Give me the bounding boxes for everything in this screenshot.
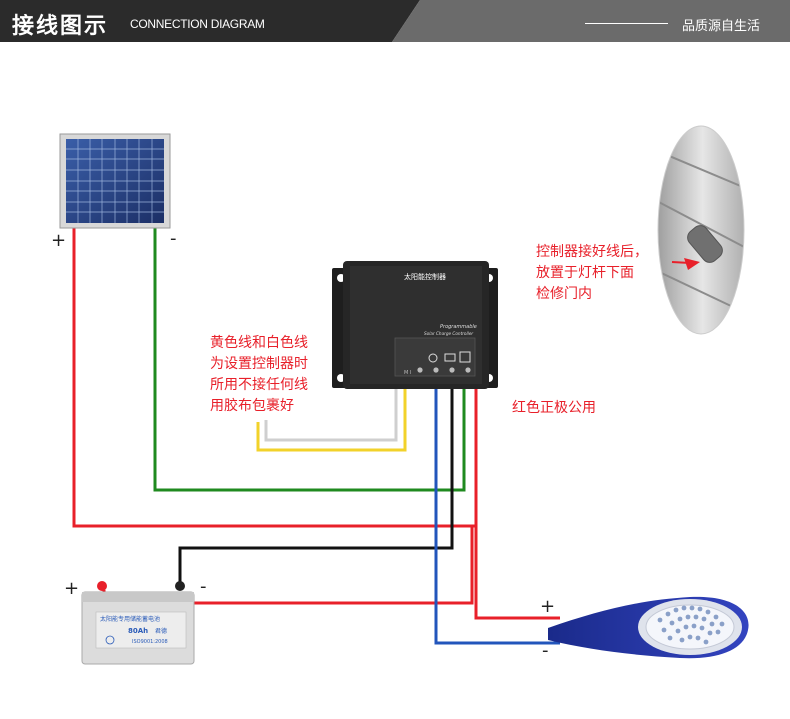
battery-plus-label: +: [64, 578, 80, 599]
lamp-pole-inset-icon: [657, 125, 745, 335]
controller-subtitle-2: Solar Charge Controller: [424, 331, 473, 336]
white-wire: [264, 388, 398, 442]
yellow-wire: [256, 388, 407, 452]
street-lamp-icon: [548, 596, 749, 659]
note-line: 用胶布包裹好: [210, 398, 294, 414]
charge-controller-icon: 太阳能控制器 Programmable Solar Charge Control…: [332, 261, 498, 389]
note-line: 所用不接任何线: [210, 377, 308, 393]
header-banner: [0, 0, 790, 42]
lamp-plus-label: +: [540, 596, 556, 617]
battery-title: 太阳能专用储能蓄电池: [100, 615, 160, 623]
note-red-common: 红色正极公用: [512, 400, 596, 416]
controller-title: 太阳能控制器: [404, 272, 446, 281]
battery-icon: 太阳能专用储能蓄电池 80Ah 君德 ISO9001:2008: [81, 581, 195, 665]
note-line: 检修门内: [536, 286, 592, 302]
note-yellow-white-wires: 黄色线和白色线 为设置控制器时 所用不接任何线 用胶布包裹好: [210, 333, 308, 417]
lamp-negative-wire: [434, 388, 560, 645]
note-line: 控制器接好线后，: [536, 244, 648, 260]
battery-positive-wire: [102, 526, 474, 605]
panel-negative-wire: [153, 228, 466, 492]
page-subtitle: CONNECTION DIAGRAM: [130, 17, 265, 31]
battery-capacity: 80Ah: [128, 627, 148, 635]
battery-negative-wire: [178, 388, 454, 590]
controller-subtitle-1: Programmable: [440, 324, 477, 330]
lamp-positive-wire: [474, 526, 560, 620]
controller-mark: M I: [404, 370, 411, 376]
page-title: 接线图示: [12, 14, 109, 39]
panel-minus-label: -: [170, 228, 177, 249]
note-line: 为设置控制器时: [210, 356, 308, 372]
battery-minus-label: -: [200, 576, 207, 597]
note-install: 控制器接好线后， 放置于灯杆下面 检修门内: [536, 242, 648, 305]
slogan-text: 品质源自生活: [682, 19, 761, 34]
solar-panel-icon: [59, 133, 171, 229]
battery-brand: 君德: [155, 627, 167, 635]
lamp-minus-label: -: [542, 640, 549, 661]
battery-iso: ISO9001:2008: [132, 639, 168, 645]
note-line: 黄色线和白色线: [210, 335, 308, 351]
panel-positive-wire: [72, 228, 478, 528]
slogan-divider: [585, 23, 668, 24]
note-line: 放置于灯杆下面: [536, 265, 634, 281]
panel-plus-label: +: [51, 230, 67, 251]
